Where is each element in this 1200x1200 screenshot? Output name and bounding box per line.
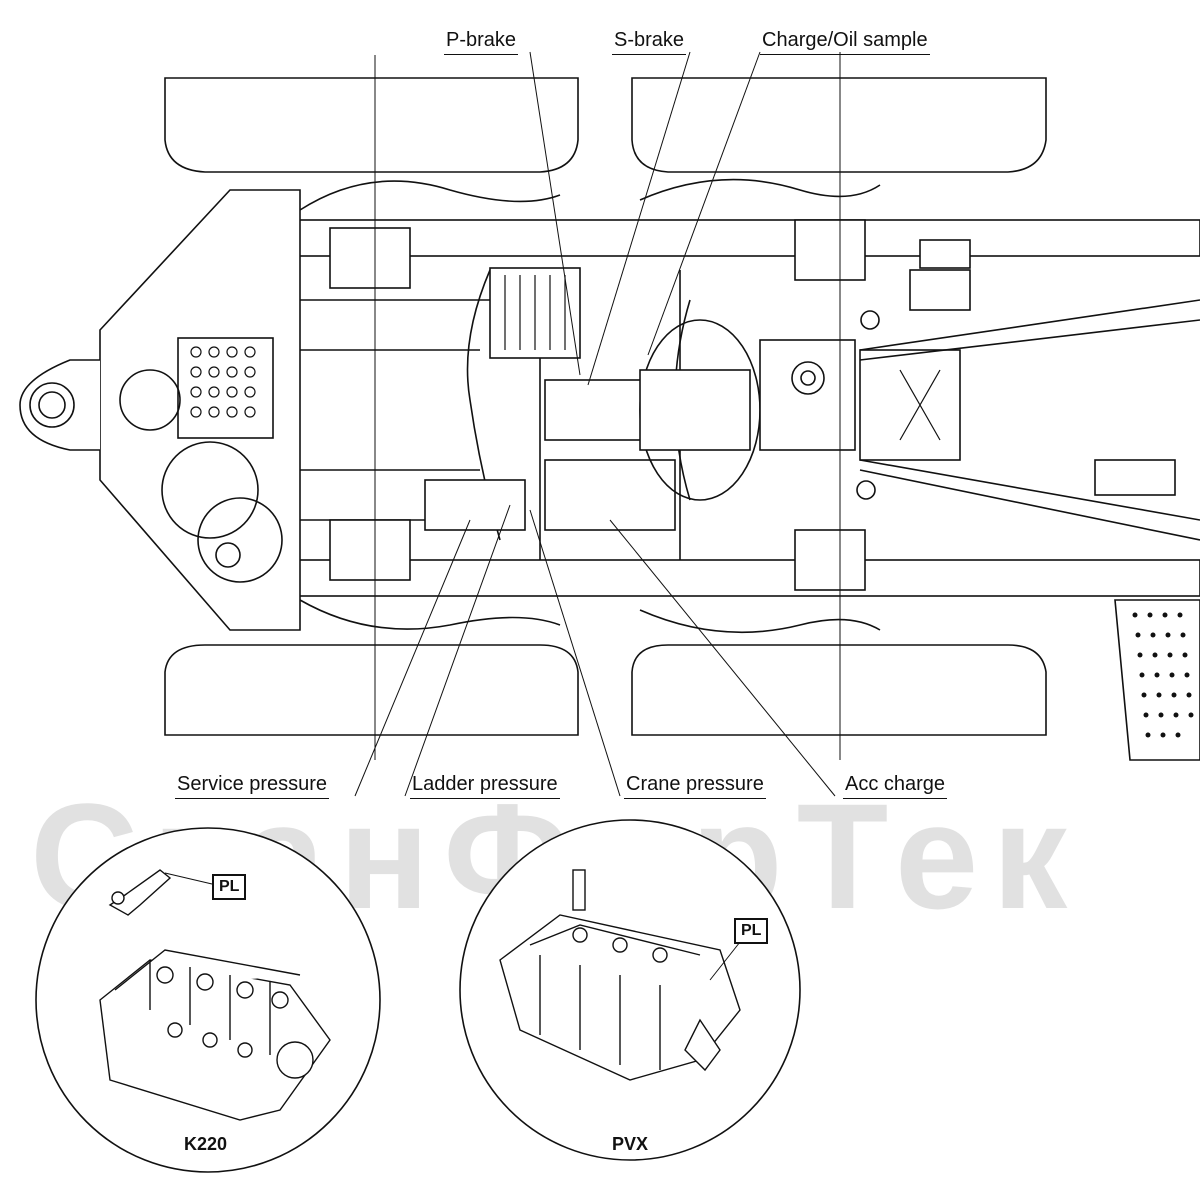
pl-tag-pvx: PL <box>734 918 769 944</box>
frame-rail-left <box>289 219 1200 257</box>
label-p-brake: P-brake <box>444 28 519 55</box>
pl-tag-k220: PL <box>212 874 247 900</box>
label-crane-pressure: Crane pressure <box>624 772 766 799</box>
label-s-brake: S-brake <box>612 28 687 55</box>
label-service-pressure: Service pressure <box>175 772 330 799</box>
label-acc-charge: Acc charge <box>843 772 948 799</box>
model-label-k220: K220 <box>184 1134 228 1154</box>
model-label-pvx: PVX <box>612 1134 649 1154</box>
frame-rail-right <box>289 559 1200 597</box>
pivot-pin <box>29 382 75 428</box>
label-charge-oil-sample: Charge/Oil sample <box>760 28 930 55</box>
step-plate <box>1114 599 1200 761</box>
tire-front-left <box>164 77 579 173</box>
pump-assembly <box>759 339 856 451</box>
tire-front-right <box>164 644 579 736</box>
tire-rear-right <box>631 644 1047 736</box>
label-ladder-pressure: Ladder pressure <box>410 772 560 799</box>
tire-rear-left <box>631 77 1047 173</box>
